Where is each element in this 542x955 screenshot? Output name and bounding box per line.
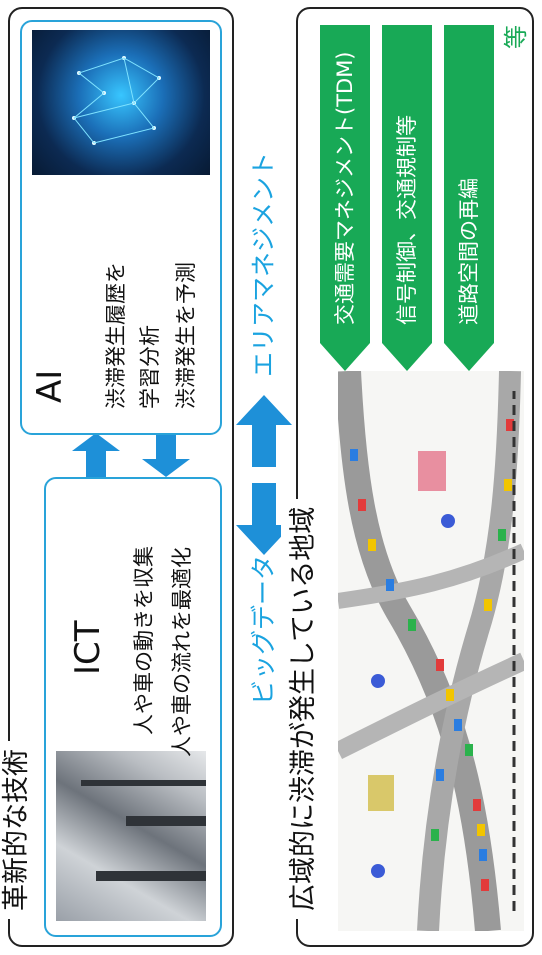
ai-to-ict-arrow <box>142 433 190 477</box>
ict-box: ICT 人や車の動きを収集 人や車の流れを最適化 <box>44 477 222 937</box>
ict-photo <box>56 751 206 921</box>
ai-title: AI <box>30 369 70 403</box>
ict-line-2: 人や車の流れを最適化 <box>170 547 194 757</box>
measure-road-space: 道路空間の再編 <box>444 25 494 343</box>
measure-tdm: 交通需要マネジメント(TDM) <box>320 25 370 343</box>
measure-signal-control: 信号制御、交通規制等 <box>382 25 432 343</box>
area-management-arrow <box>236 395 292 467</box>
congested-region-label: 広域的に渋滞が発生している地域 <box>281 498 320 919</box>
big-data-arrow <box>236 483 292 555</box>
etc-label: 等 <box>502 25 530 49</box>
ict-line-1: 人や車の動きを収集 <box>132 546 156 735</box>
ai-box: AI 渋滞発生履歴を 学習分析 渋滞発生を予測 <box>20 20 222 435</box>
ai-line-1: 渋滞発生履歴を <box>104 262 128 409</box>
big-data-label: ビッグデータ <box>249 554 278 705</box>
congestion-map <box>333 370 528 933</box>
ai-line-3: 渋滞発生を予測 <box>174 262 198 409</box>
area-management-label: エリアマネジメント <box>249 151 278 377</box>
ict-to-ai-arrow <box>72 433 120 477</box>
innovative-tech-frame: 革新的な技術 ICT 人や車の動きを収集 人や車の流れを最適化 AI 渋滞発生履… <box>0 7 234 947</box>
ai-brain-photo <box>32 30 210 175</box>
ai-line-2: 学習分析 <box>138 325 162 409</box>
congested-region-frame: 広域的に渋滞が発生している地域 交通需要マネジメント(TDM) 信号制御、交通規… <box>281 7 534 947</box>
ict-title: ICT <box>68 620 108 675</box>
innovative-tech-label: 革新的な技術 <box>0 741 33 919</box>
